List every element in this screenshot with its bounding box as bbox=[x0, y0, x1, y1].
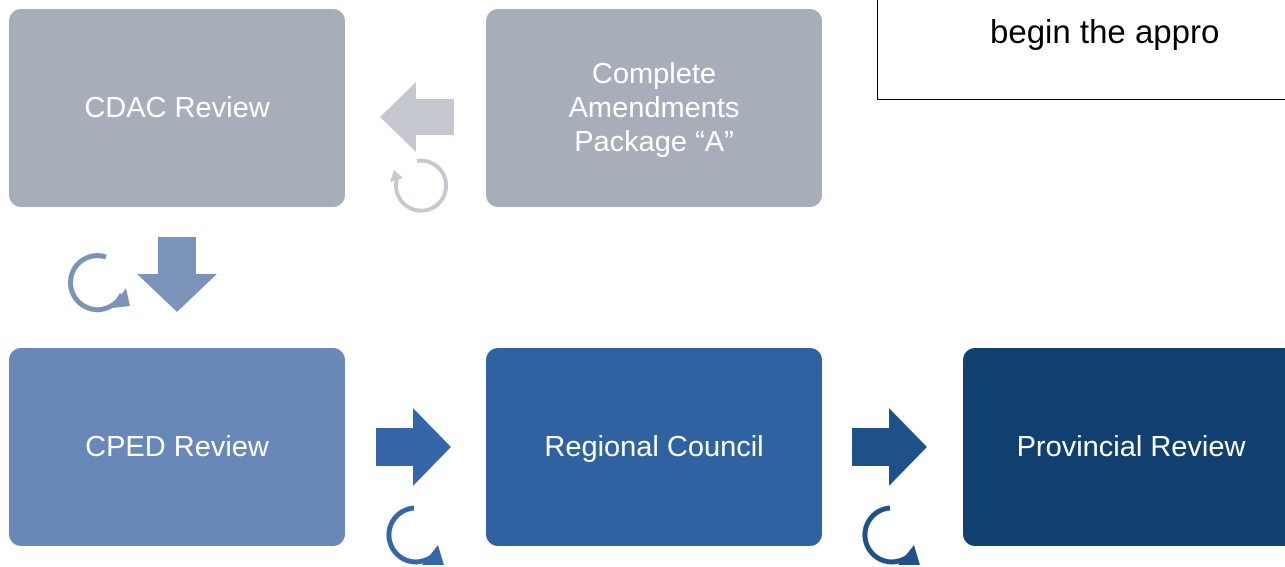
cdac-review-box: CDAC Review bbox=[9, 9, 345, 207]
callout-box: begin the appro bbox=[877, 0, 1285, 100]
cycle-icon bbox=[390, 158, 448, 213]
regional-council-box: Regional Council bbox=[486, 348, 822, 546]
cycle-icon bbox=[386, 505, 444, 565]
cycle-icon bbox=[68, 253, 130, 313]
down-arrow-icon bbox=[137, 237, 217, 312]
right-arrow-icon bbox=[852, 408, 927, 486]
provincial-review-box: Provincial Review bbox=[963, 348, 1285, 546]
right-arrow-icon bbox=[376, 408, 451, 486]
amendments-package-box: Complete Amendments Package “A” bbox=[486, 9, 822, 207]
cycle-icon bbox=[862, 505, 920, 565]
left-arrow-icon bbox=[380, 82, 454, 152]
callout-text: begin the appro bbox=[990, 13, 1220, 50]
cped-review-box: CPED Review bbox=[9, 348, 345, 546]
